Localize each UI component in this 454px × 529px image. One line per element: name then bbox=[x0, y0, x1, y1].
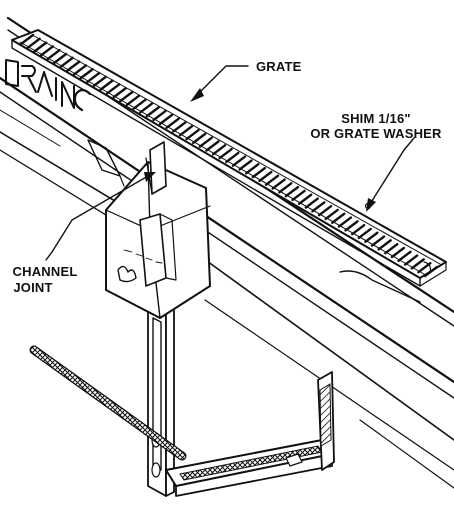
grate-slot bbox=[317, 204, 333, 217]
grate-slot bbox=[377, 239, 392, 251]
shim-label-line1: SHIM 1/16" bbox=[341, 111, 411, 126]
grate-slot bbox=[258, 170, 273, 183]
grate-slot bbox=[132, 98, 147, 110]
grate-slot bbox=[231, 155, 247, 167]
grate-slot bbox=[79, 68, 94, 80]
grate-slot bbox=[264, 174, 280, 186]
grate-slot bbox=[238, 159, 253, 171]
grate-slot bbox=[72, 64, 88, 76]
grate-slot bbox=[211, 144, 227, 156]
grate-slot bbox=[59, 56, 74, 69]
grate-slot bbox=[86, 71, 101, 84]
grate-slot bbox=[205, 140, 220, 152]
grate-slot bbox=[251, 166, 267, 179]
grate-slot bbox=[390, 246, 406, 259]
grate bbox=[11, 29, 447, 287]
support-bracket bbox=[87, 139, 335, 497]
grate-slot bbox=[357, 227, 372, 240]
leader-shim bbox=[366, 137, 415, 212]
grate-slot bbox=[397, 250, 412, 262]
grate-slot bbox=[145, 106, 161, 118]
grate-slot bbox=[165, 117, 180, 129]
grate-slot bbox=[337, 216, 353, 228]
grate-slot bbox=[331, 212, 346, 224]
grate-slot bbox=[19, 33, 35, 46]
grate-slot bbox=[344, 220, 359, 232]
grate-slot bbox=[191, 132, 207, 145]
grate-slot bbox=[99, 79, 114, 91]
grate-slot bbox=[26, 37, 41, 50]
leader-grate bbox=[190, 65, 249, 102]
grate-slot bbox=[410, 258, 425, 270]
rebar bbox=[29, 345, 187, 461]
grate-slot bbox=[271, 178, 286, 190]
grate-slot bbox=[125, 94, 141, 107]
grate-slot bbox=[218, 147, 233, 160]
grate-label: GRATE bbox=[256, 59, 302, 74]
grate-slot bbox=[284, 185, 300, 198]
grate-slot bbox=[198, 136, 214, 148]
grate-slot bbox=[152, 109, 167, 122]
grate-slot bbox=[423, 265, 439, 278]
grate-slot bbox=[324, 208, 339, 221]
grate-slot bbox=[311, 201, 326, 213]
grate-slot bbox=[403, 254, 419, 266]
channel-joint-label-line1: CHANNEL bbox=[13, 264, 78, 279]
grate-slot bbox=[66, 60, 81, 72]
grate-slot bbox=[350, 223, 366, 236]
grate-slot bbox=[304, 197, 319, 209]
grate-slot bbox=[33, 41, 48, 53]
grate-slot bbox=[105, 83, 121, 95]
grate-slot bbox=[225, 151, 240, 164]
grate-slot bbox=[39, 45, 55, 57]
grate-slot bbox=[119, 90, 134, 103]
shim-label-line2: OR GRATE WASHER bbox=[310, 126, 442, 141]
grate-slot bbox=[278, 182, 293, 194]
channel-joint-label-line2: JOINT bbox=[13, 280, 52, 295]
grate-slot bbox=[384, 242, 399, 255]
leader-channel-joint bbox=[45, 172, 156, 261]
grate-slot bbox=[158, 113, 174, 126]
channel-embossed-logo bbox=[5, 59, 92, 112]
grate-slots bbox=[19, 33, 439, 278]
grate-slot bbox=[46, 49, 61, 61]
grate-slot bbox=[291, 189, 306, 202]
grate-slot bbox=[92, 75, 108, 88]
grate-slot bbox=[178, 125, 194, 137]
grate-slot bbox=[370, 235, 386, 247]
grate-slot bbox=[139, 102, 154, 114]
grate-slot bbox=[244, 163, 260, 175]
grate-slot bbox=[172, 121, 187, 133]
grate-slot bbox=[52, 52, 68, 65]
grate-slot bbox=[185, 128, 200, 141]
grate-slot bbox=[297, 193, 313, 205]
grate-slot bbox=[112, 87, 127, 99]
grate-slot bbox=[364, 231, 379, 243]
